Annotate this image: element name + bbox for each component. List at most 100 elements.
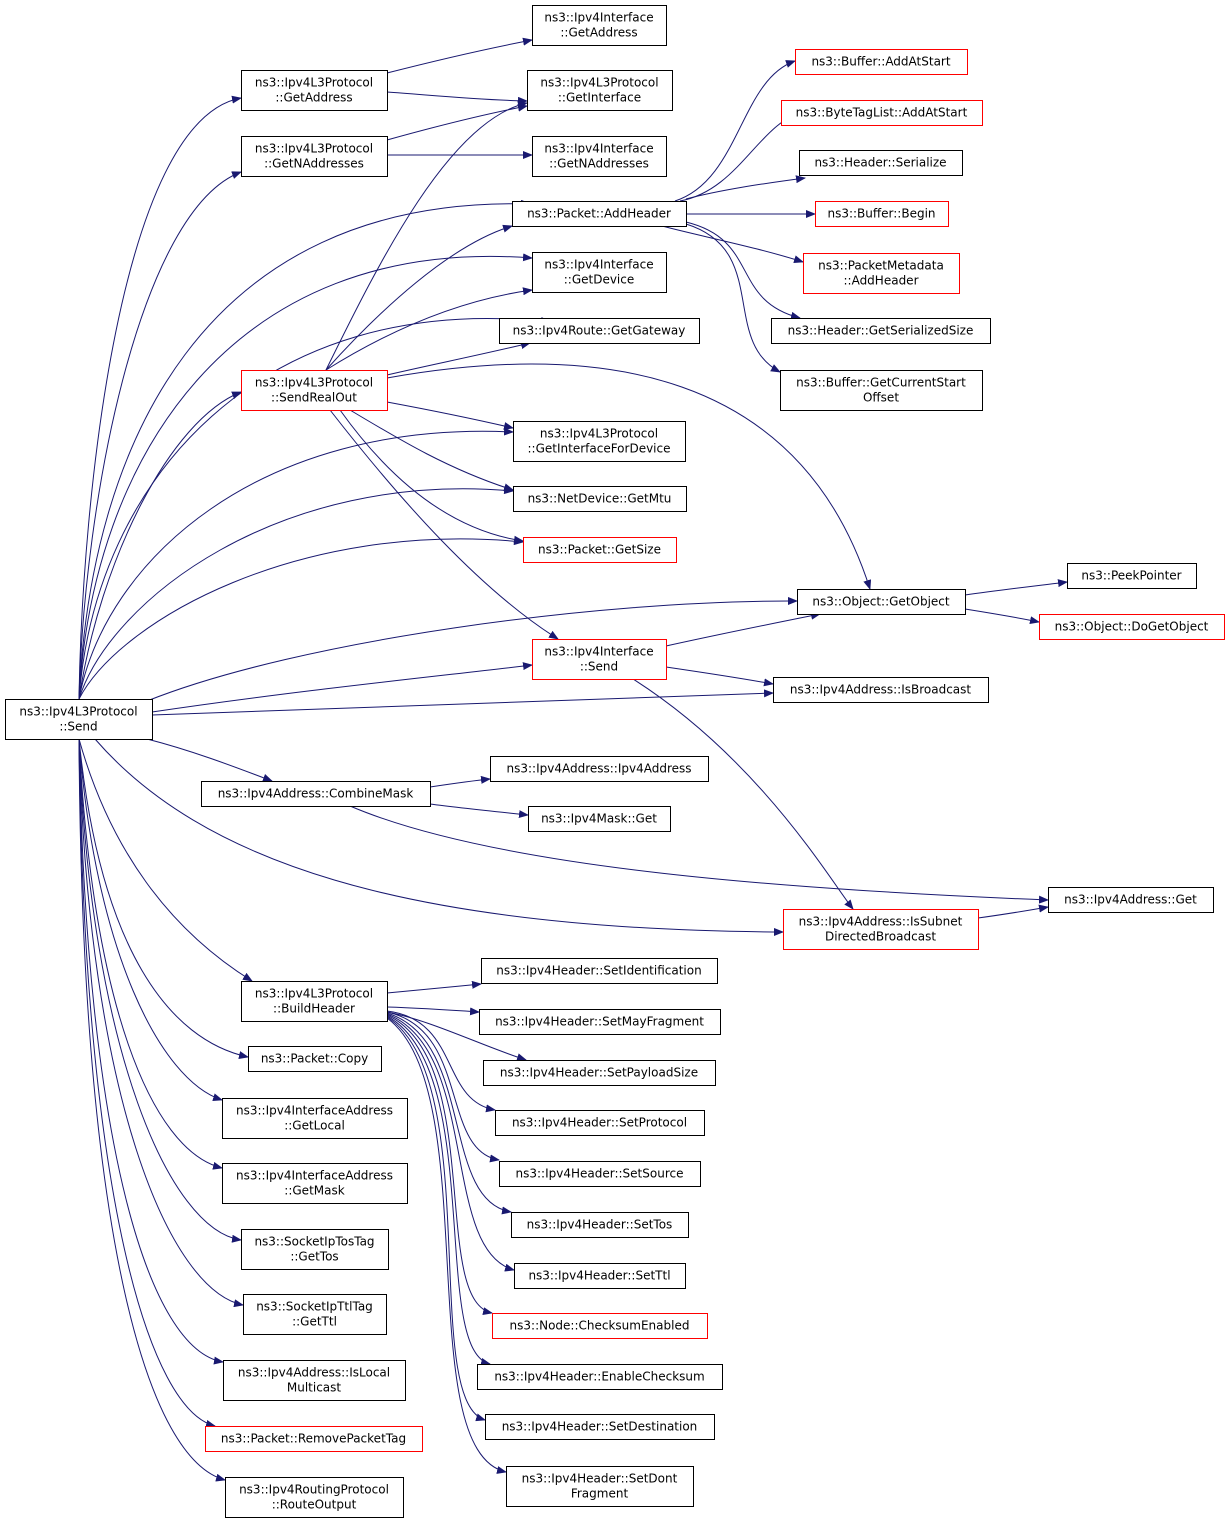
node-settos[interactable]: ns3::Ipv4Header::SetTos bbox=[511, 1212, 689, 1238]
node-box bbox=[1039, 614, 1225, 640]
node-label-line: ::GetTtl bbox=[292, 1315, 337, 1329]
node-box bbox=[490, 756, 709, 782]
node-addheader[interactable]: ns3::Packet::AddHeader bbox=[512, 201, 687, 227]
node-buffer_addatstart[interactable]: ns3::Buffer::AddAtStart bbox=[795, 49, 968, 75]
node-setmayfragment[interactable]: ns3::Ipv4Header::SetMayFragment bbox=[479, 1009, 721, 1035]
node-box bbox=[513, 421, 686, 462]
node-isbroadcast[interactable]: ns3::Ipv4Address::IsBroadcast bbox=[773, 677, 989, 703]
node-box bbox=[223, 1360, 406, 1401]
node-enablechecksum[interactable]: ns3::Ipv4Header::EnableChecksum bbox=[477, 1364, 723, 1390]
node-getobject[interactable]: ns3::Object::GetObject bbox=[797, 589, 966, 615]
node-getmtu[interactable]: ns3::NetDevice::GetMtu bbox=[513, 486, 687, 512]
call-edge-root-to-l3_getaddress bbox=[78, 95, 242, 700]
node-box bbox=[783, 909, 979, 950]
node-ifaddr_getmask[interactable]: ns3::Ipv4InterfaceAddress::GetMask bbox=[222, 1163, 408, 1204]
node-label-line: ns3::Buffer::GetCurrentStart bbox=[796, 376, 966, 390]
node-label-line: ns3::SocketIpTosTag bbox=[254, 1235, 374, 1249]
node-combinemask[interactable]: ns3::Ipv4Address::CombineMask bbox=[201, 781, 431, 807]
node-box bbox=[241, 70, 388, 111]
node-packet_getsize[interactable]: ns3::Packet::GetSize bbox=[523, 537, 677, 563]
node-label-line: ::GetAddress bbox=[275, 91, 352, 105]
node-routeoutput[interactable]: ns3::Ipv4RoutingProtocol::RouteOutput bbox=[225, 1477, 404, 1518]
call-edge-buildheader-to-setpayloadsize bbox=[386, 1011, 527, 1062]
node-label-line: ::GetTos bbox=[290, 1250, 338, 1264]
node-box bbox=[512, 201, 687, 227]
node-getserializedsize[interactable]: ns3::Header::GetSerializedSize bbox=[771, 318, 991, 344]
node-buffer_begin[interactable]: ns3::Buffer::Begin bbox=[815, 201, 949, 227]
node-dogetobject[interactable]: ns3::Object::DoGetObject bbox=[1039, 614, 1225, 640]
node-label-line: ns3::Ipv4Header::SetSource bbox=[516, 1167, 684, 1181]
call-edge-addheader-to-header_serialize bbox=[685, 175, 806, 200]
node-if_getnaddresses[interactable]: ns3::Ipv4Interface::GetNAddresses bbox=[532, 136, 667, 177]
node-ipv4mask_get[interactable]: ns3::Ipv4Mask::Get bbox=[528, 806, 671, 832]
node-ipv4address_ctor[interactable]: ns3::Ipv4Address::Ipv4Address bbox=[490, 756, 709, 782]
node-label-line: ::RouteOutput bbox=[272, 1498, 357, 1512]
node-setttl[interactable]: ns3::Ipv4Header::SetTtl bbox=[514, 1263, 686, 1289]
call-edge-buildheader-to-enablechecksum bbox=[386, 1015, 491, 1366]
node-packet_copy[interactable]: ns3::Packet::Copy bbox=[248, 1046, 382, 1072]
node-box bbox=[532, 252, 667, 293]
node-label-line: ns3::PacketMetadata bbox=[818, 259, 944, 273]
node-label-line: ns3::Packet::RemovePacketTag bbox=[221, 1432, 406, 1446]
node-label-line: ns3::SocketIpTtlTag bbox=[256, 1300, 373, 1314]
node-l3_getaddress[interactable]: ns3::Ipv4L3Protocol::GetAddress bbox=[241, 70, 388, 111]
node-box bbox=[499, 1161, 701, 1187]
node-label-line: ns3::Ipv4L3Protocol bbox=[255, 987, 373, 1001]
node-l3_getinterface[interactable]: ns3::Ipv4L3Protocol::GetInterface bbox=[527, 70, 673, 111]
node-box bbox=[483, 1060, 716, 1086]
node-if_send[interactable]: ns3::Ipv4Interface::Send bbox=[532, 639, 667, 680]
node-layer: ns3::Ipv4L3Protocol::Sendns3::Ipv4L3Prot… bbox=[5, 5, 1225, 1518]
node-label-line: ns3::Ipv4Header::SetDont bbox=[522, 1472, 678, 1486]
node-box bbox=[532, 639, 667, 680]
node-label-line: ns3::Header::GetSerializedSize bbox=[788, 324, 974, 338]
node-box bbox=[481, 958, 718, 984]
node-pktmeta_addheader[interactable]: ns3::PacketMetadata::AddHeader bbox=[803, 253, 960, 294]
node-box bbox=[479, 1009, 721, 1035]
node-tostag_gettos[interactable]: ns3::SocketIpTosTag::GetTos bbox=[241, 1229, 389, 1270]
node-label-line: ns3::NetDevice::GetMtu bbox=[528, 492, 672, 506]
node-removepackettag[interactable]: ns3::Packet::RemovePacketTag bbox=[205, 1426, 423, 1452]
node-getgateway[interactable]: ns3::Ipv4Route::GetGateway bbox=[499, 318, 700, 344]
node-ifaddr_getlocal[interactable]: ns3::Ipv4InterfaceAddress::GetLocal bbox=[222, 1098, 408, 1139]
node-ipv4address_get[interactable]: ns3::Ipv4Address::Get bbox=[1048, 887, 1214, 913]
node-setpayloadsize[interactable]: ns3::Ipv4Header::SetPayloadSize bbox=[483, 1060, 716, 1086]
node-setsource[interactable]: ns3::Ipv4Header::SetSource bbox=[499, 1161, 701, 1187]
node-peekpointer[interactable]: ns3::PeekPointer bbox=[1067, 563, 1197, 589]
node-header_serialize[interactable]: ns3::Header::Serialize bbox=[799, 150, 963, 176]
node-setprotocol[interactable]: ns3::Ipv4Header::SetProtocol bbox=[495, 1110, 705, 1136]
node-box bbox=[477, 1364, 723, 1390]
call-edge-root-to-issubnetdirectedbroadcast bbox=[94, 738, 784, 936]
node-box bbox=[799, 150, 963, 176]
node-setidentification[interactable]: ns3::Ipv4Header::SetIdentification bbox=[481, 958, 718, 984]
node-label-line: ns3::Ipv4Route::GetGateway bbox=[513, 324, 686, 338]
call-edge-issubnetdirectedbroadcast-to-ipv4address_get bbox=[977, 904, 1049, 919]
call-edge-combinemask-to-ipv4address_ctor bbox=[429, 775, 491, 788]
node-issubnetdirectedbroadcast[interactable]: ns3::Ipv4Address::IsSubnetDirectedBroadc… bbox=[783, 909, 979, 950]
node-setdestination[interactable]: ns3::Ipv4Header::SetDestination bbox=[485, 1414, 715, 1440]
node-buildheader[interactable]: ns3::Ipv4L3Protocol::BuildHeader bbox=[241, 981, 388, 1022]
call-edge-l3_getaddress-to-l3_getinterface bbox=[386, 91, 528, 105]
node-ttltag_getttl[interactable]: ns3::SocketIpTtlTag::GetTtl bbox=[243, 1294, 387, 1335]
node-getifacefordevice[interactable]: ns3::Ipv4L3Protocol::GetInterfaceForDevi… bbox=[513, 421, 686, 462]
node-root[interactable]: ns3::Ipv4L3Protocol::Send bbox=[5, 699, 153, 740]
node-box bbox=[241, 1229, 389, 1270]
node-box bbox=[771, 318, 991, 344]
node-l3_getnaddresses[interactable]: ns3::Ipv4L3Protocol::GetNAddresses bbox=[241, 136, 388, 177]
node-checksumenabled[interactable]: ns3::Node::ChecksumEnabled bbox=[492, 1313, 708, 1339]
call-edge-root-to-addheader bbox=[78, 199, 531, 700]
node-label-line: ns3::Packet::AddHeader bbox=[527, 207, 671, 221]
node-box bbox=[528, 806, 671, 832]
node-if_getdevice[interactable]: ns3::Ipv4Interface::GetDevice bbox=[532, 252, 667, 293]
node-bytetaglist_addatstart[interactable]: ns3::ByteTagList::AddAtStart bbox=[781, 100, 983, 126]
call-edge-sendrealout-to-getobject bbox=[386, 363, 872, 590]
call-edge-sendrealout-to-l3_getinterface bbox=[325, 101, 528, 371]
node-if_getaddress[interactable]: ns3::Ipv4Interface::GetAddress bbox=[532, 5, 667, 46]
call-edge-addheader-to-buffer_addatstart bbox=[674, 60, 796, 202]
call-edge-combinemask-to-ipv4mask_get bbox=[429, 803, 529, 819]
node-sendrealout[interactable]: ns3::Ipv4L3Protocol::SendRealOut bbox=[241, 370, 388, 411]
node-label-line: ns3::Ipv4Header::SetIdentification bbox=[496, 964, 701, 978]
node-label-line: ns3::Ipv4Interface bbox=[544, 11, 653, 25]
